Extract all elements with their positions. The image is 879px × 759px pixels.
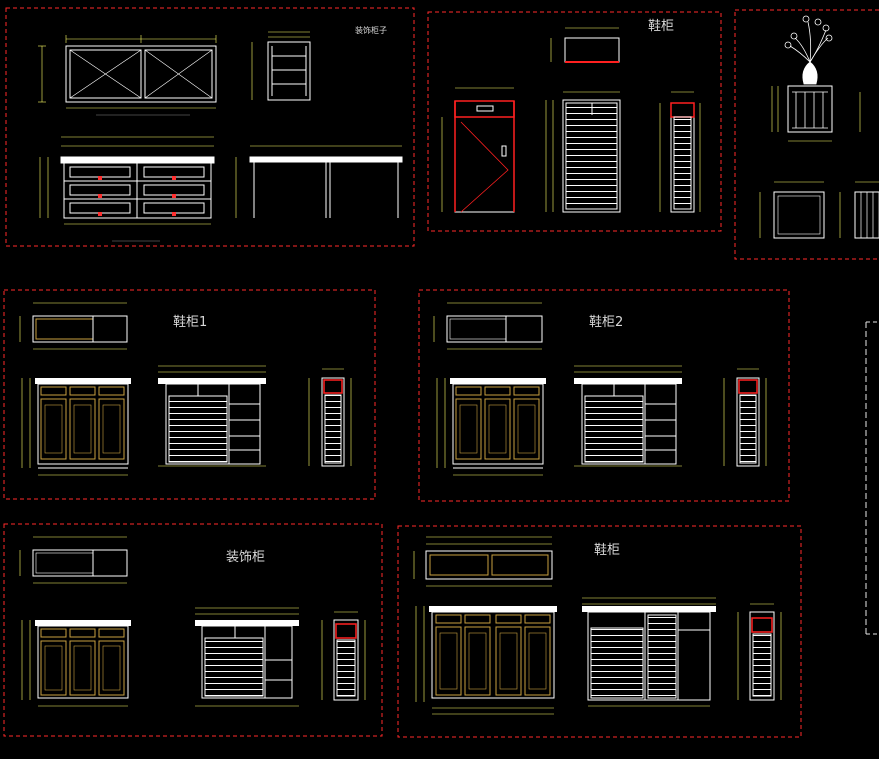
sheet-frame-5 (418, 289, 790, 502)
sheet-7-drawings (413, 536, 782, 715)
sheet-frame-7 (397, 525, 802, 738)
sheet-frame-4 (3, 289, 376, 500)
sheet-title-7: 鞋柜 (594, 542, 620, 558)
sheet-6-drawings (19, 536, 366, 707)
sheet-title-6: 装饰柜 (226, 550, 265, 565)
sheet-4-drawings (19, 302, 352, 476)
sheet-title-1: 装饰柜子 (355, 25, 387, 35)
sheet-title-2: 鞋柜 (648, 18, 674, 34)
sheet-title-5: 鞋柜2 (589, 314, 623, 330)
sheet-5-drawings (433, 302, 767, 476)
sheet-frame-1 (5, 7, 415, 247)
flower-vase (784, 15, 833, 85)
sheet-frames (3, 7, 879, 738)
sheet-3-drawings (759, 15, 879, 239)
sheet-1-drawings (38, 31, 403, 242)
sheet-frame-6 (3, 523, 383, 737)
sheet-frame-3 (734, 9, 879, 260)
sheet-2-drawings (441, 27, 701, 213)
sheet-title-4: 鞋柜1 (173, 314, 207, 330)
sheet-frame-2 (427, 11, 722, 232)
